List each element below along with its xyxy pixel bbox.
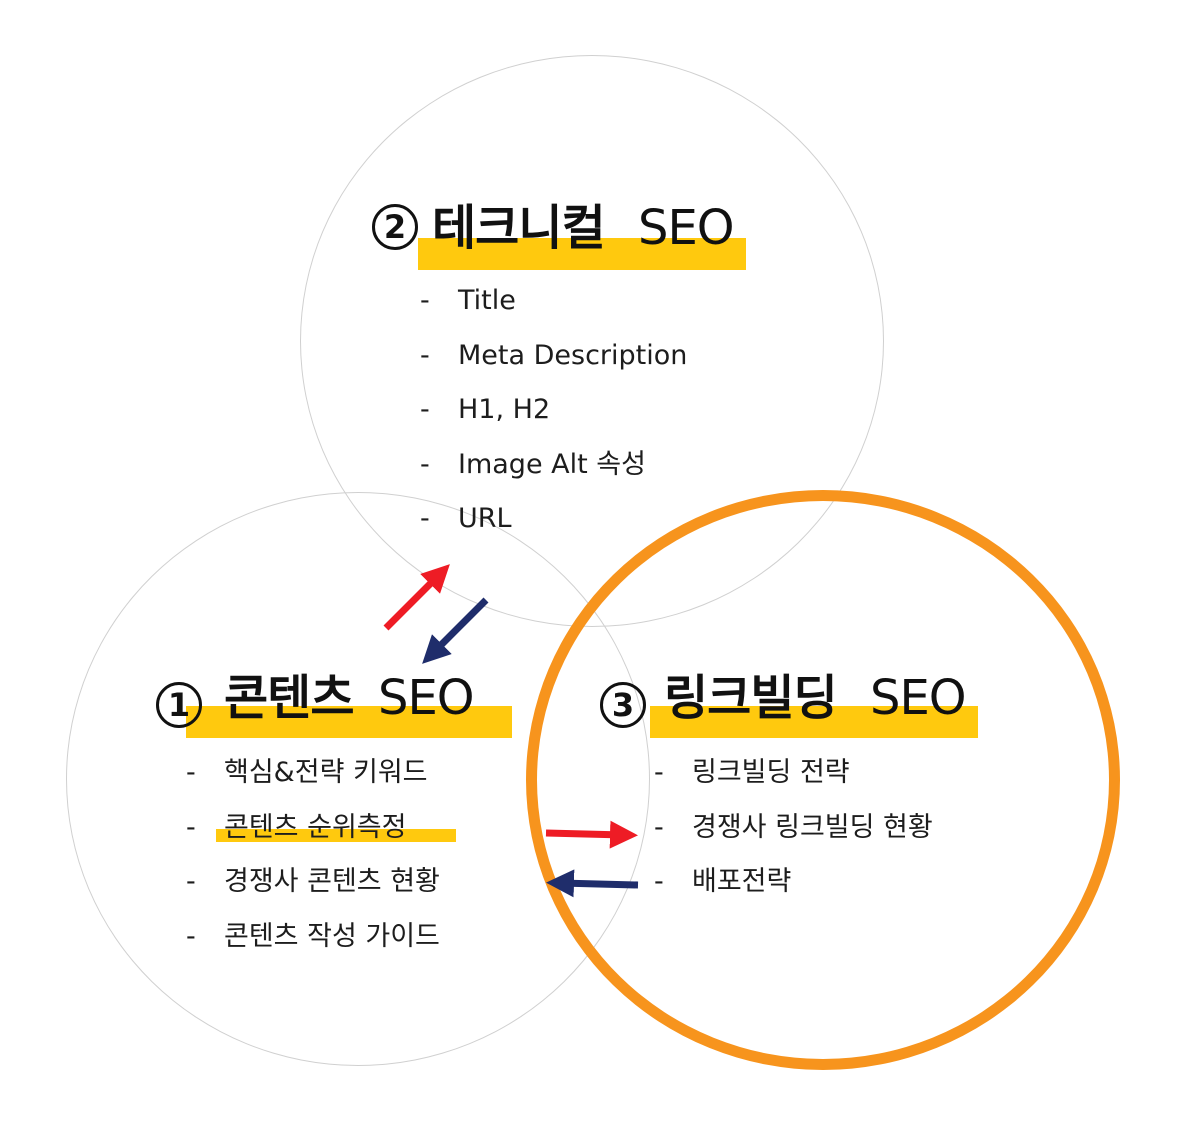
title-seo-text: SEO [378,670,475,726]
item-highlight [216,828,456,842]
link-building-seo-title: 3 링크빌딩 SEO [600,670,980,738]
list-item-highlighted: -콘텐츠 순위측정 [186,810,456,865]
list-item: -경쟁사 콘텐츠 현황 [186,866,440,897]
list-item: -핵심&전략 키워드 [186,757,428,788]
link-building-seo-list: -링크빌딩 전략 -경쟁사 링크빌딩 현황 -배포전략 [654,755,933,919]
title-highlight [186,706,512,738]
technical-seo-list: -Title -Meta Description -H1, H2 -Image … [420,283,687,556]
title-main-text: 테크니컬 [432,200,606,256]
list-item: -콘텐츠 작성 가이드 [186,920,440,952]
title-main-text: 링크빌딩 [664,670,838,726]
link-building-seo-circle [526,490,1120,1070]
number-badge-1: 1 [156,682,202,728]
list-item: -Image Alt 속성 [420,448,646,480]
title-seo-text: SEO [638,200,735,256]
title-highlight [650,706,978,738]
title-main-text: 콘텐츠 [224,670,354,726]
technical-seo-title: 2 테크니컬 SEO [372,200,752,270]
list-item: -Meta Description [420,339,688,371]
title-seo-text: SEO [870,670,967,726]
number-badge-3: 3 [600,682,646,728]
list-item: -Title [420,285,516,316]
list-item: -링크빌딩 전략 [654,757,850,788]
list-item: -경쟁사 링크빌딩 현황 [654,811,933,843]
list-item: -URL [420,503,512,534]
list-item: -H1, H2 [420,394,551,425]
list-item: -배포전략 [654,866,792,897]
title-highlight [418,238,746,270]
content-seo-title: 1 콘텐츠 SEO [156,670,516,738]
number-badge-2: 2 [372,204,418,250]
content-seo-list: -핵심&전략 키워드 -콘텐츠 순위측정 -경쟁사 콘텐츠 현황 -콘텐츠 작성… [186,755,456,973]
